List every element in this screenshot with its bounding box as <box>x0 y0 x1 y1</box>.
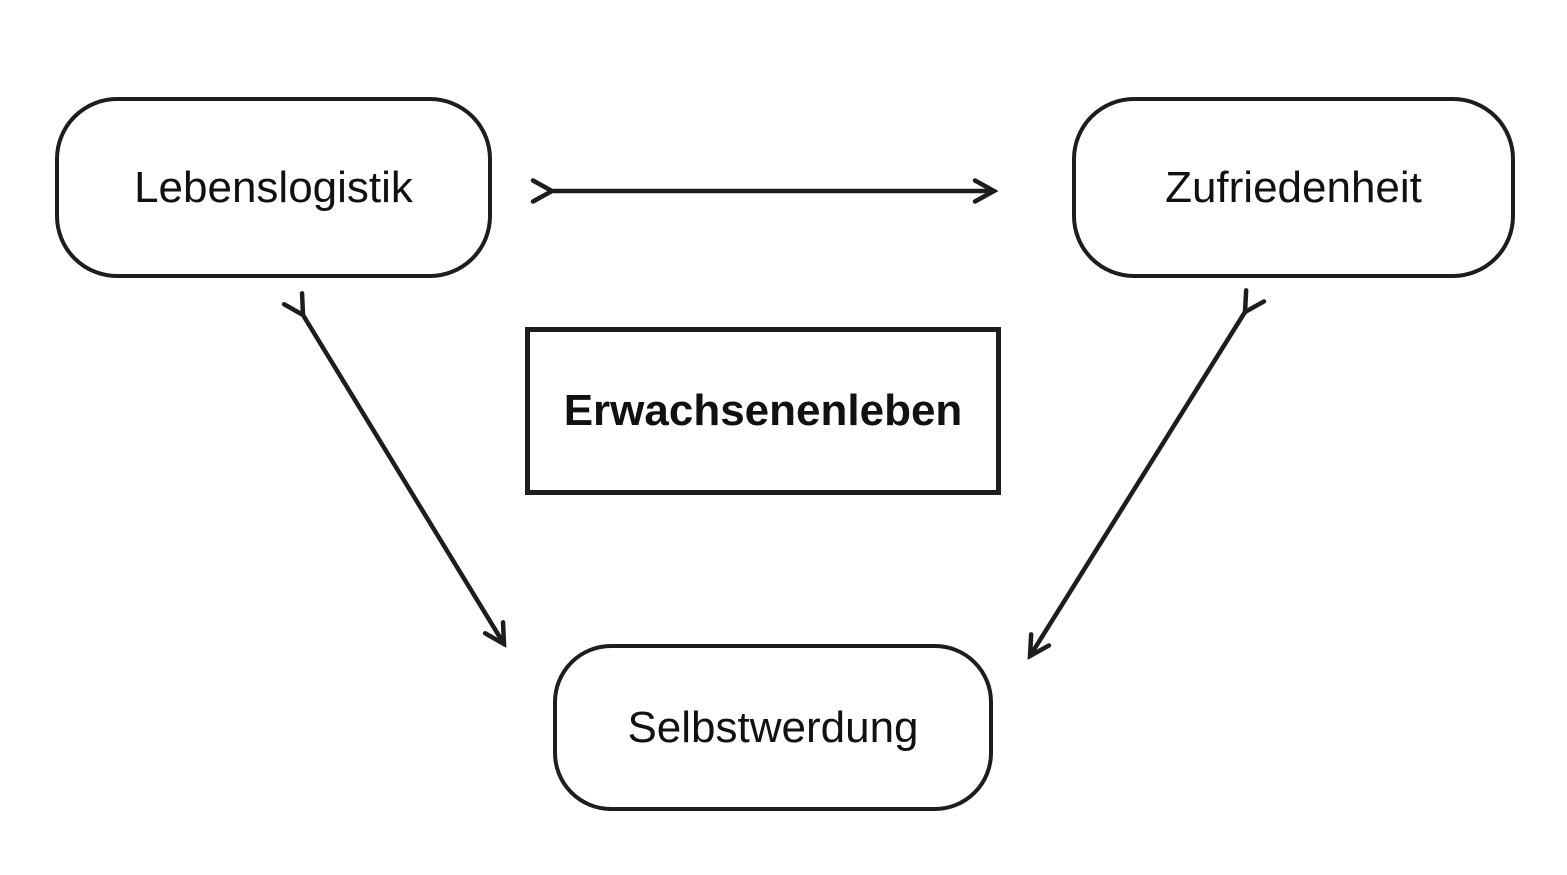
arrow-zufriedenheit-selbstwerdung <box>1030 312 1245 656</box>
node-selbstwerdung-label: Selbstwerdung <box>627 702 919 752</box>
node-zufriedenheit-label: Zufriedenheit <box>1165 162 1422 212</box>
node-zufriedenheit: Zufriedenheit <box>1072 97 1515 278</box>
center-box-erwachsenenleben: Erwachsenenleben <box>525 327 1001 495</box>
node-lebenslogistik: Lebenslogistik <box>55 97 492 278</box>
node-lebenslogistik-label: Lebenslogistik <box>134 162 413 212</box>
node-selbstwerdung: Selbstwerdung <box>553 644 993 811</box>
arrow-lebenslogistik-selbstwerdung <box>303 315 504 644</box>
center-box-label: Erwachsenenleben <box>563 386 963 435</box>
